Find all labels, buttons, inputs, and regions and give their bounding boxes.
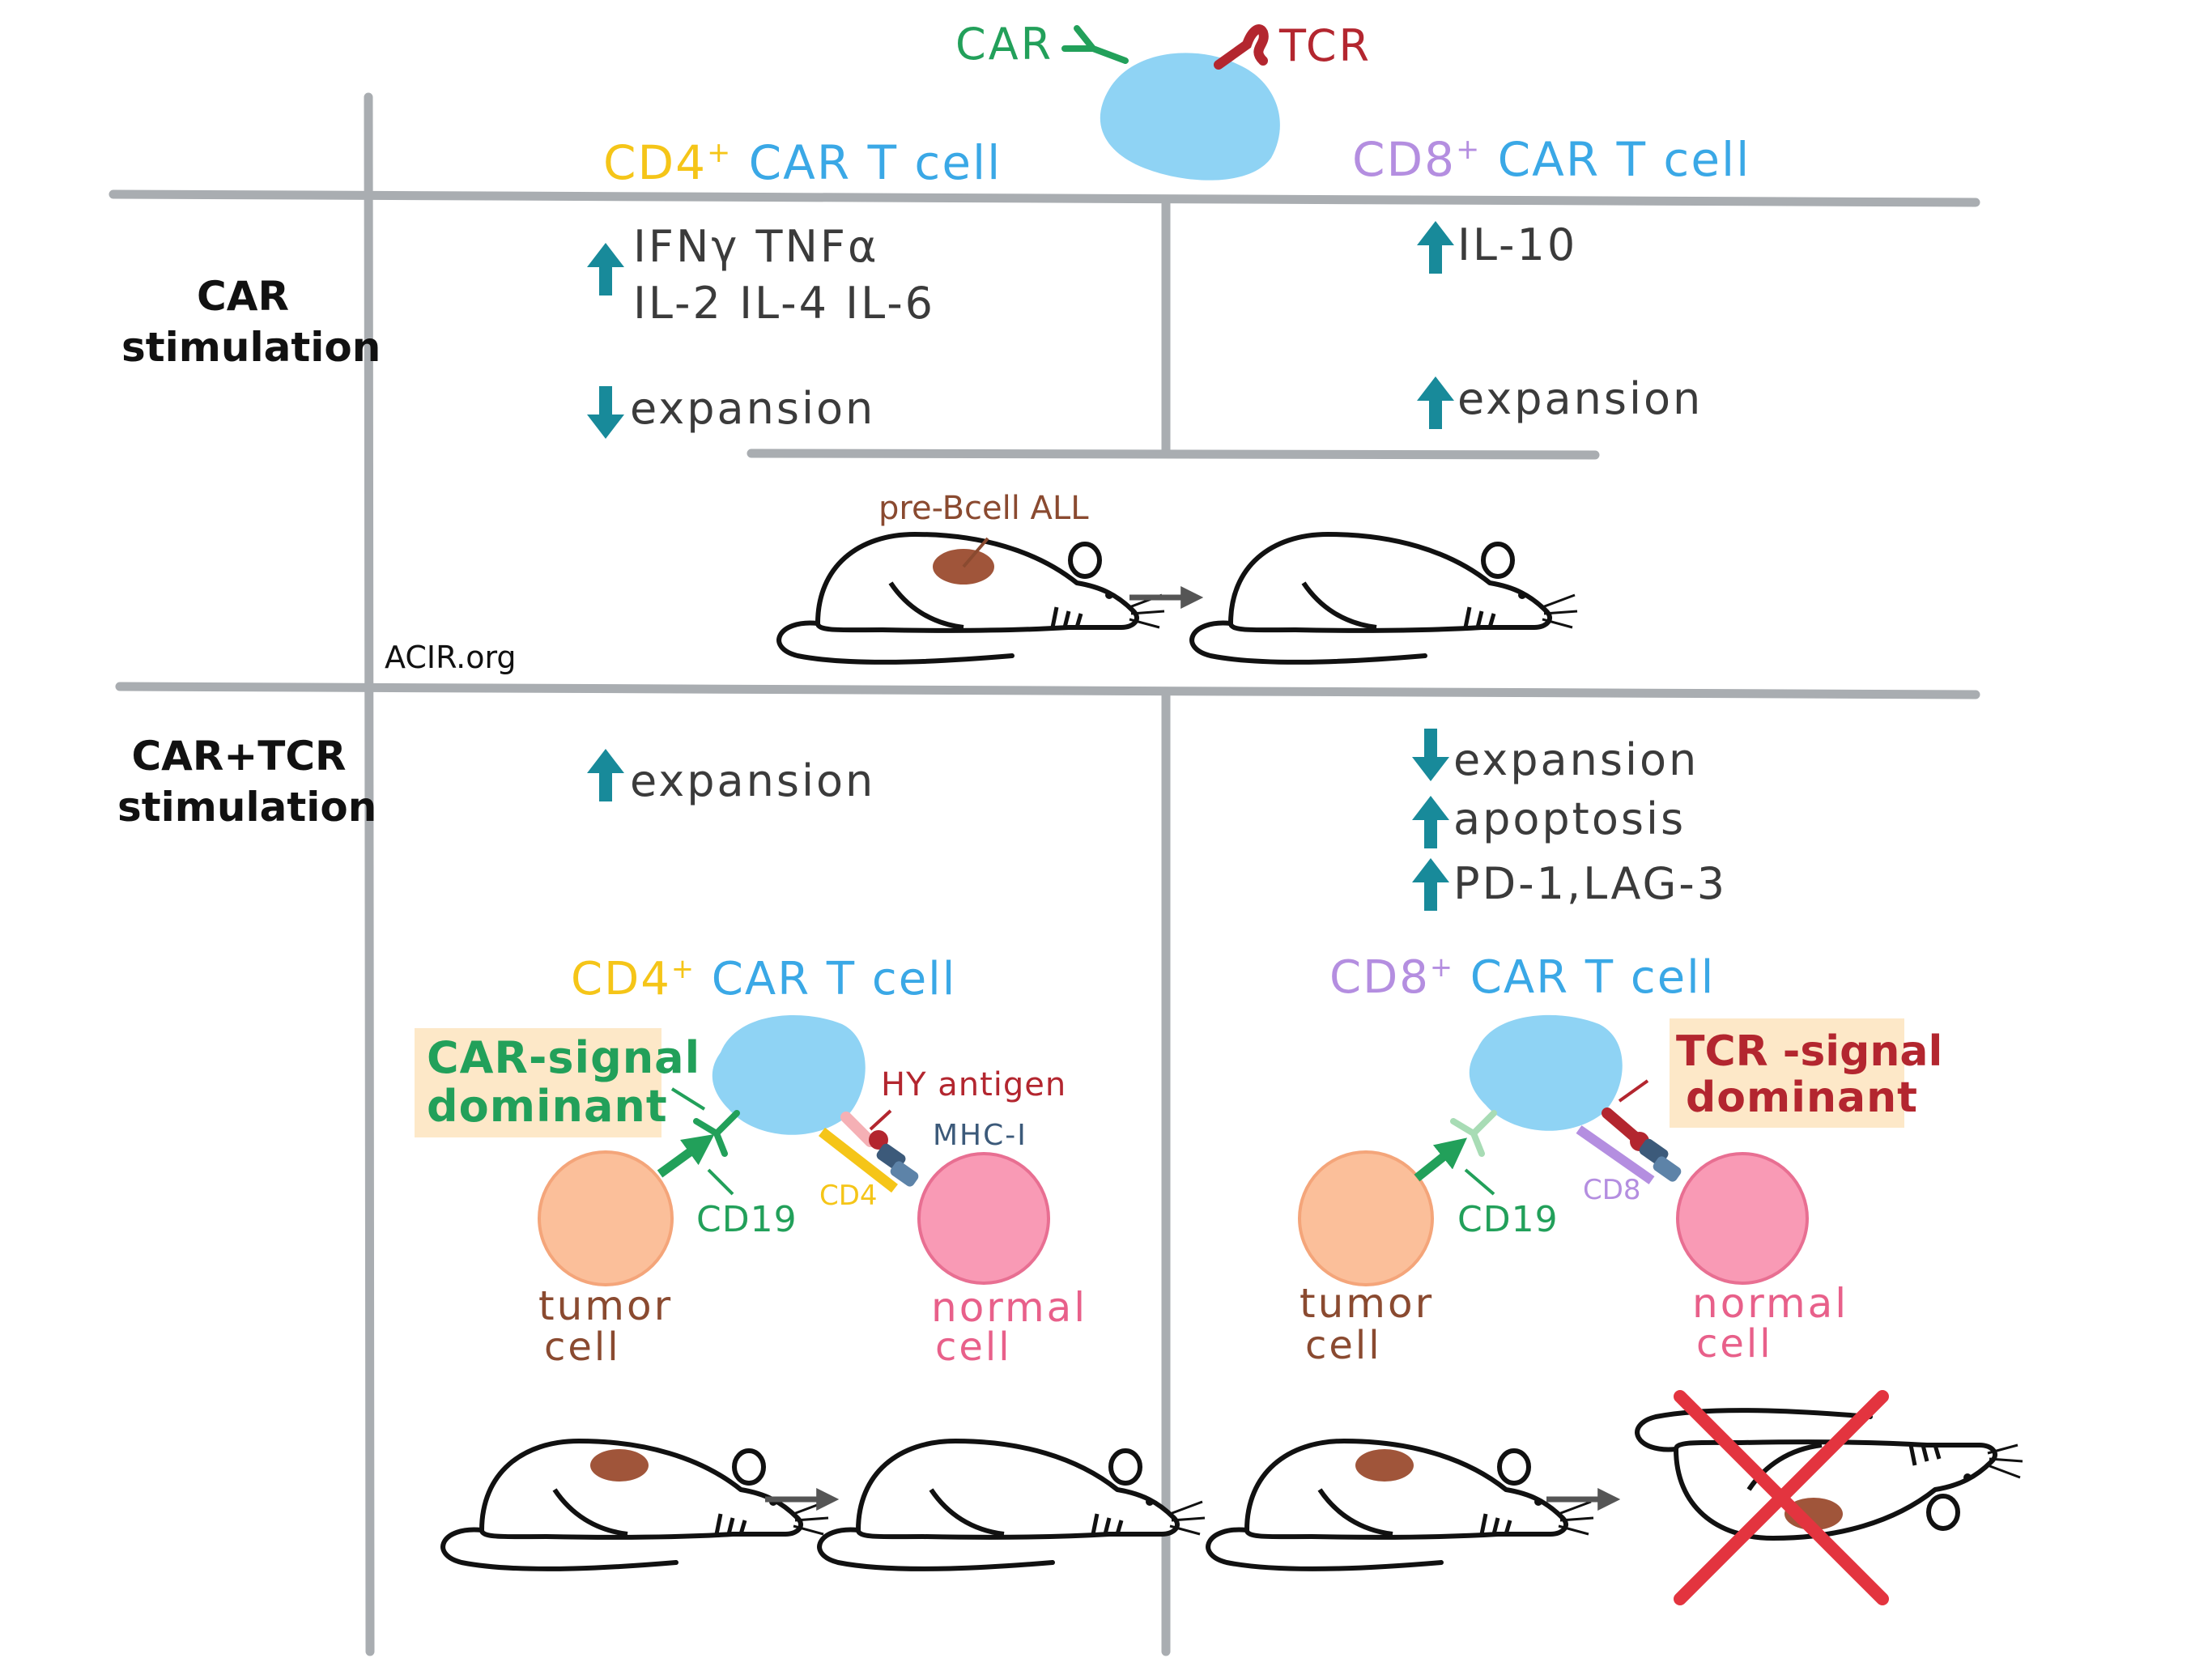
up-arrow-icon [1417,221,1454,274]
tumor-cell [1298,1150,1434,1286]
hy-antigen-label: HY antigen [881,1066,1067,1103]
cd19-label-cd4: CD19 [696,1199,798,1240]
mouse-tumor-free-car [1192,534,1577,662]
row-label-car-stimulation: CAR stimulation [121,273,381,371]
callout-line [869,1109,892,1131]
cd8-expansion-down: expansion [1453,734,1699,785]
cd8-scene [1298,1014,1809,1286]
car-signal-arrow [1414,1137,1468,1182]
mhc-i-icon [890,1161,919,1187]
car-receptor-icon [693,1110,740,1157]
grid-horizontal-short [747,449,1600,460]
cd8-coreceptor-bar [1576,1125,1655,1184]
mouse-with-tumor-cd4 [443,1441,828,1569]
up-arrow-icon [587,749,624,801]
cd4-cytokines-line1: IFNγ TNFα [633,221,879,272]
grid-lines [108,92,1980,1656]
normal-cell-label-line2: cell [935,1324,1012,1370]
down-arrow-icon [587,386,624,439]
callout-line [1464,1168,1495,1196]
normal-cell-label-line1: normal [1692,1280,1849,1327]
cd4-coreceptor-label: CD4 [819,1180,878,1212]
credit-acir: ACIR.org [385,640,517,675]
callout-line [707,1168,734,1196]
tumor-label-pre-b-cell-all: pre-Bcell ALL [878,490,1089,527]
mouse-with-tumor-cd8 [1208,1441,1593,1569]
mouse-tumor-free-cd4 [819,1441,1205,1569]
indicator-arrows [587,221,1454,911]
mhc-i-icon [1653,1156,1682,1182]
car-signal-arrow [657,1133,715,1178]
column-header-cd4: CD4+ CAR T cell [603,135,1002,190]
car-label: CAR [955,19,1054,70]
normal-cell [917,1152,1050,1285]
cd4-expansion-up: expansion [630,755,876,806]
tcr-receptor-icon [1214,24,1269,70]
cd4-scene [538,1015,1050,1286]
mhc-i-label: MHC-I [933,1119,1027,1152]
cd4-scene-header: CD4+ CAR T cell [571,953,957,1006]
car-receptor-icon [1450,1110,1497,1157]
tumor-label-pointer [962,537,989,568]
car-signal-dominant-box: CAR-signal dominant [415,1028,700,1137]
up-arrow-icon [1412,796,1449,848]
tcr-receptor-icon [840,1112,876,1147]
grid-horizontal-middle [115,682,1980,699]
callout-line [1618,1079,1649,1103]
down-arrow-icon [1412,729,1449,781]
cd4-cytokines-line2: IL-2 IL-4 IL-6 [633,278,936,329]
cd8-expansion-up: expansion [1457,373,1704,424]
up-arrow-icon [587,243,624,295]
normal-cell-label-line2: cell [1696,1321,1773,1367]
dead-mouse [1637,1410,2023,1538]
normal-cell [1676,1152,1809,1285]
cd8-coreceptor-label: CD8 [1583,1174,1641,1206]
tcr-receptor-icon [1602,1107,1641,1143]
tumor-cell-label-line1: tumor [538,1282,674,1329]
tcr-signal-dominant-box: TCR -signal dominant [1670,1018,1942,1128]
cd8-car-t-cell [1469,1014,1623,1131]
cd4-coreceptor-bar [819,1127,898,1193]
tumor-cell-label-line2: cell [1305,1323,1382,1368]
grid-horizontal-top [108,189,1980,207]
normal-cell-label-line1: normal [931,1284,1088,1331]
tcr-label: TCR [1279,20,1372,71]
callout-line [670,1087,706,1111]
cross-icon [1674,1390,1889,1605]
up-arrow-icon [1417,376,1454,429]
mouse-with-tumor-car [779,534,1164,662]
cd8-apoptosis-up: apoptosis [1453,793,1687,844]
top-car-t-cell [1061,24,1280,181]
up-arrow-icon [1412,858,1449,911]
tumor-cell-label-line2: cell [544,1324,621,1370]
cd8-scene-header: CD8+ CAR T cell [1329,951,1716,1005]
cd19-label-cd8: CD19 [1457,1199,1559,1240]
tumor-cell-label-line1: tumor [1300,1280,1435,1327]
cd8-il10-up: IL-10 [1457,219,1578,270]
cd8-pd1-lag3-up: PD-1,LAG-3 [1453,858,1728,909]
cd4-car-t-cell [712,1015,866,1135]
grid-vertical-left [364,92,375,1656]
car-receptor-icon [1061,25,1129,64]
cd4-expansion-down: expansion [630,383,876,434]
column-header-cd8: CD8+ CAR T cell [1352,132,1751,187]
row-label-car-tcr-stimulation: CAR+TCR stimulation [117,733,377,831]
tumor-cell [538,1150,674,1286]
